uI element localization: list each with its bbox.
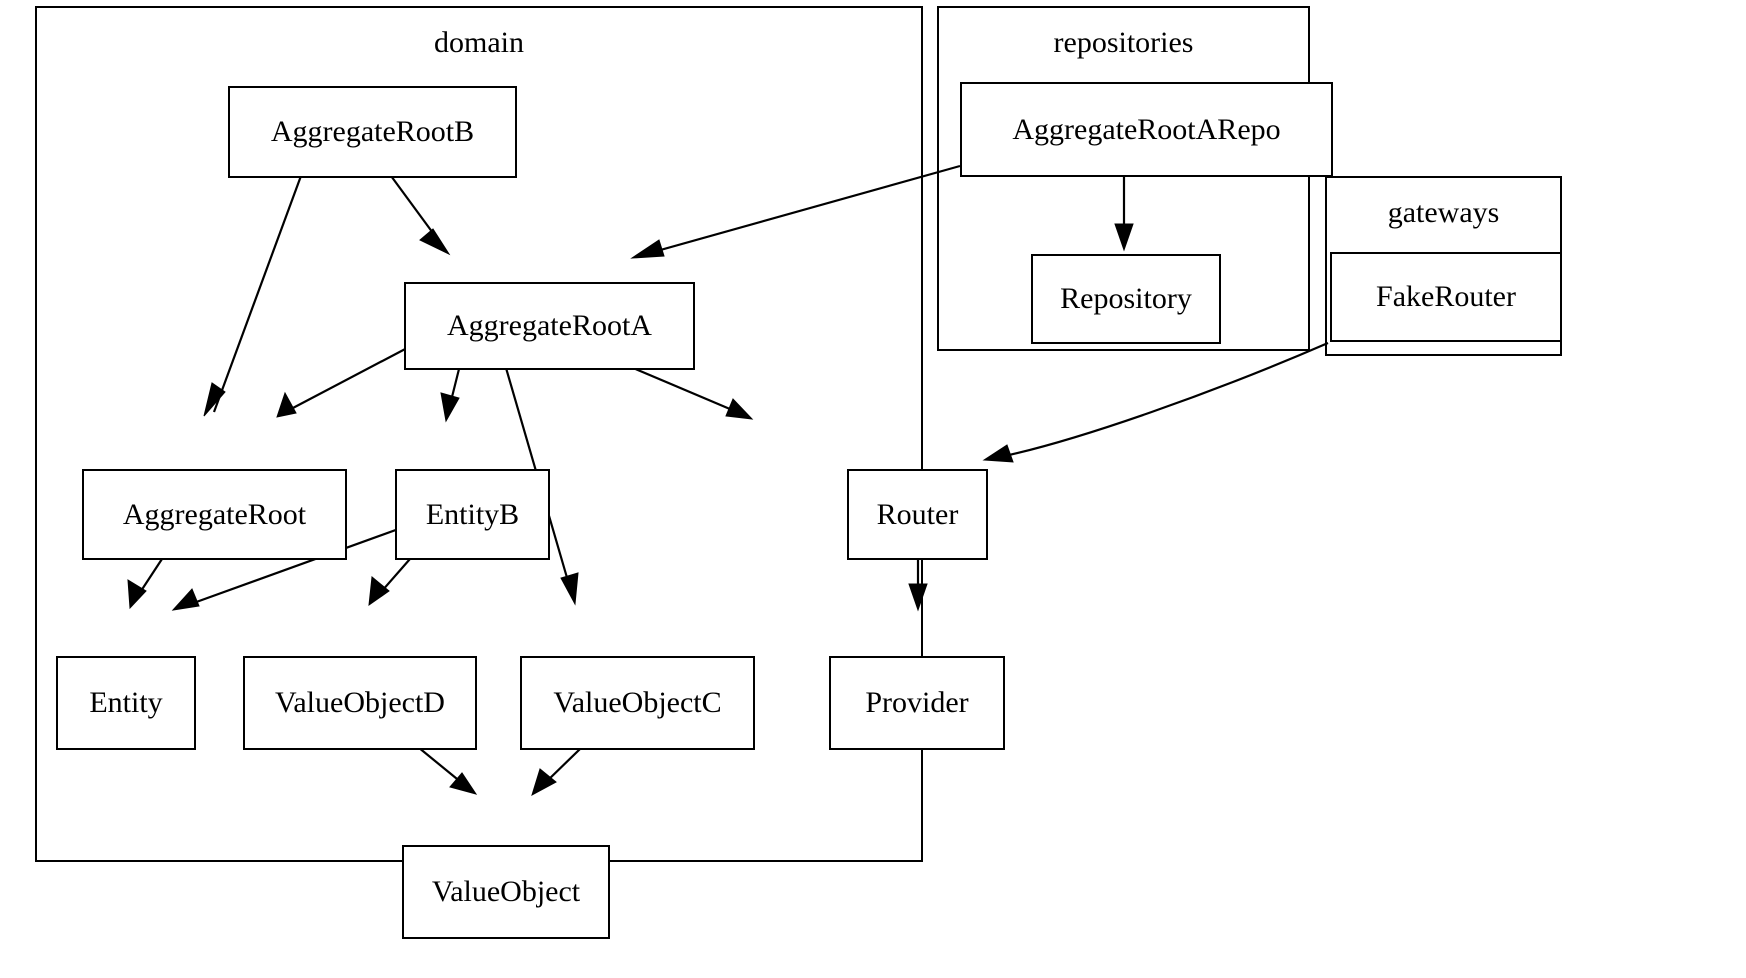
cluster-gateways-label: gateways bbox=[1387, 196, 1500, 229]
node-aggregaterootarepo-label: AggregateRootARepo bbox=[1012, 112, 1281, 146]
edge-fakerouter-to-router bbox=[982, 341, 1329, 463]
node-repository-label: Repository bbox=[1060, 282, 1192, 315]
node-entityb-label: EntityB bbox=[425, 497, 520, 531]
node-fakerouter[interactable]: FakeRouter bbox=[1330, 252, 1562, 342]
cluster-gateways: gateways bbox=[1325, 176, 1562, 356]
node-router[interactable]: Router bbox=[847, 469, 988, 560]
node-valueobject[interactable]: ValueObject bbox=[402, 845, 610, 939]
node-valueobjectd[interactable]: ValueObjectD bbox=[243, 656, 477, 750]
node-aggregateroota[interactable]: AggregateRootA bbox=[404, 282, 695, 370]
node-valueobjectc-label: ValueObjectC bbox=[553, 686, 722, 719]
node-aggregaterootarepo[interactable]: AggregateRootARepo bbox=[960, 82, 1333, 177]
node-repository[interactable]: Repository bbox=[1031, 254, 1221, 344]
node-valueobject-label: ValueObject bbox=[431, 875, 581, 908]
cluster-domain-label: domain bbox=[434, 26, 524, 59]
node-entityb[interactable]: EntityB bbox=[395, 469, 550, 560]
node-aggregateroot[interactable]: AggregateRoot bbox=[82, 469, 347, 560]
node-aggregateroota-label: AggregateRootA bbox=[447, 309, 652, 342]
node-aggregaterootb[interactable]: AggregateRootB bbox=[228, 86, 517, 178]
cluster-repositories-label: repositories bbox=[1053, 26, 1194, 59]
node-entity[interactable]: Entity bbox=[56, 656, 196, 750]
node-valueobjectc[interactable]: ValueObjectC bbox=[520, 656, 755, 750]
node-aggregaterootb-label: AggregateRootB bbox=[270, 115, 475, 148]
node-fakerouter-label: FakeRouter bbox=[1376, 280, 1516, 313]
node-aggregateroot-label: AggregateRoot bbox=[122, 497, 307, 531]
node-router-label: Router bbox=[876, 497, 959, 531]
node-provider[interactable]: Provider bbox=[829, 656, 1005, 750]
node-valueobjectd-label: ValueObjectD bbox=[275, 686, 445, 719]
node-provider-label: Provider bbox=[865, 686, 969, 719]
node-entity-label: Entity bbox=[89, 686, 163, 719]
